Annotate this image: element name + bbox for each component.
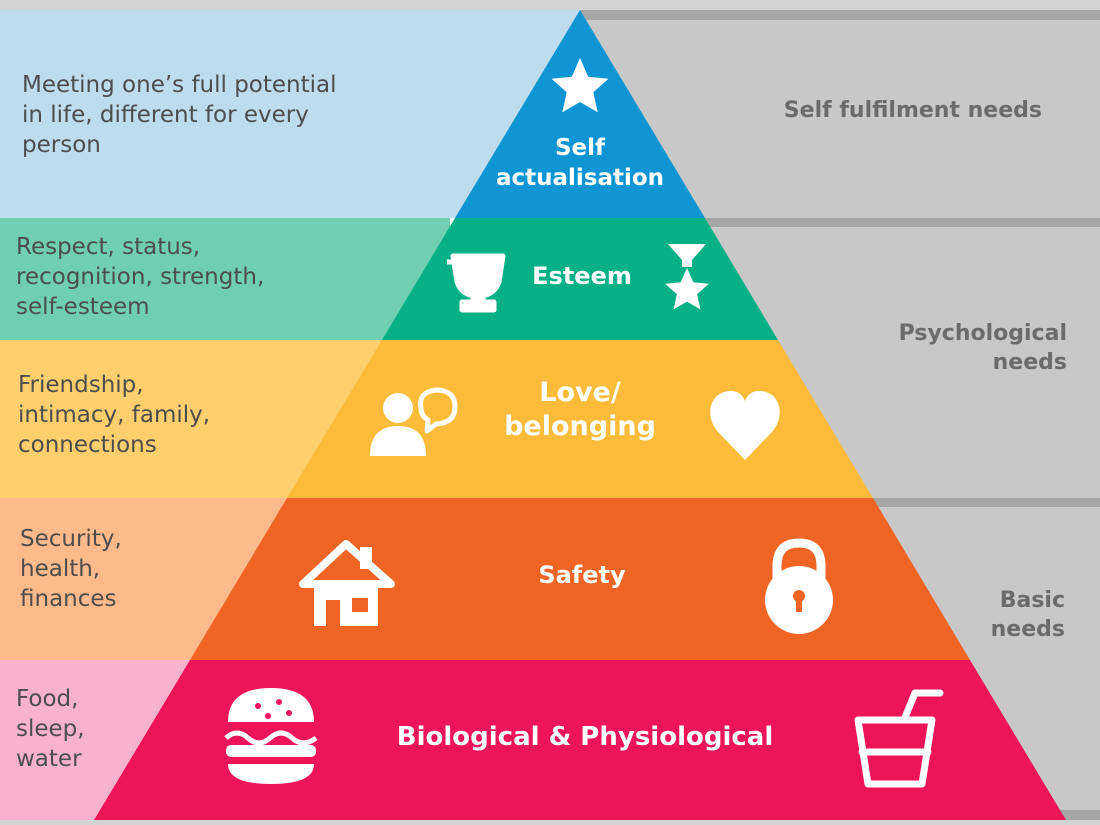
tier-biological bbox=[94, 660, 1066, 820]
description-love-belonging: Friendship, intimacy, family, connection… bbox=[18, 372, 211, 458]
medal-icon bbox=[665, 244, 709, 310]
description-esteem: Respect, status, recognition, strength, … bbox=[16, 234, 265, 320]
band-esteem bbox=[0, 218, 450, 340]
bottom-strip bbox=[0, 820, 1100, 825]
heart-icon bbox=[710, 391, 780, 460]
tier-self-actualisation bbox=[455, 10, 705, 218]
category-basic: Basic needs bbox=[990, 588, 1065, 642]
category-psychological: Psychological needs bbox=[898, 321, 1067, 375]
description-biological: Food, sleep, water bbox=[16, 686, 85, 772]
description-self-actualisation: Meeting one’s full potential in life, di… bbox=[22, 72, 337, 158]
star-icon bbox=[551, 58, 609, 113]
house-icon bbox=[299, 540, 395, 626]
trophy-icon bbox=[447, 253, 506, 313]
panel-divider bbox=[580, 10, 1100, 20]
tier-label-esteem: Esteem bbox=[532, 262, 632, 290]
tier-label-biological: Biological & Physiological bbox=[396, 722, 774, 752]
tier-label-safety: Safety bbox=[538, 561, 626, 589]
tier-love-belonging bbox=[287, 340, 873, 498]
description-safety: Security, health, finances bbox=[20, 526, 122, 612]
top-strip bbox=[0, 0, 1100, 10]
panel-divider bbox=[580, 218, 1100, 227]
tier-label-self-actualisation: Self actualisation bbox=[495, 135, 665, 191]
drink-icon bbox=[854, 689, 944, 788]
tier-label-love-belonging: Love/ belonging bbox=[504, 377, 656, 442]
burger-icon bbox=[224, 688, 318, 784]
person-speech-icon bbox=[370, 387, 458, 456]
category-self-fulfilment: Self fulfilment needs bbox=[783, 98, 1042, 123]
padlock-icon bbox=[765, 538, 833, 634]
